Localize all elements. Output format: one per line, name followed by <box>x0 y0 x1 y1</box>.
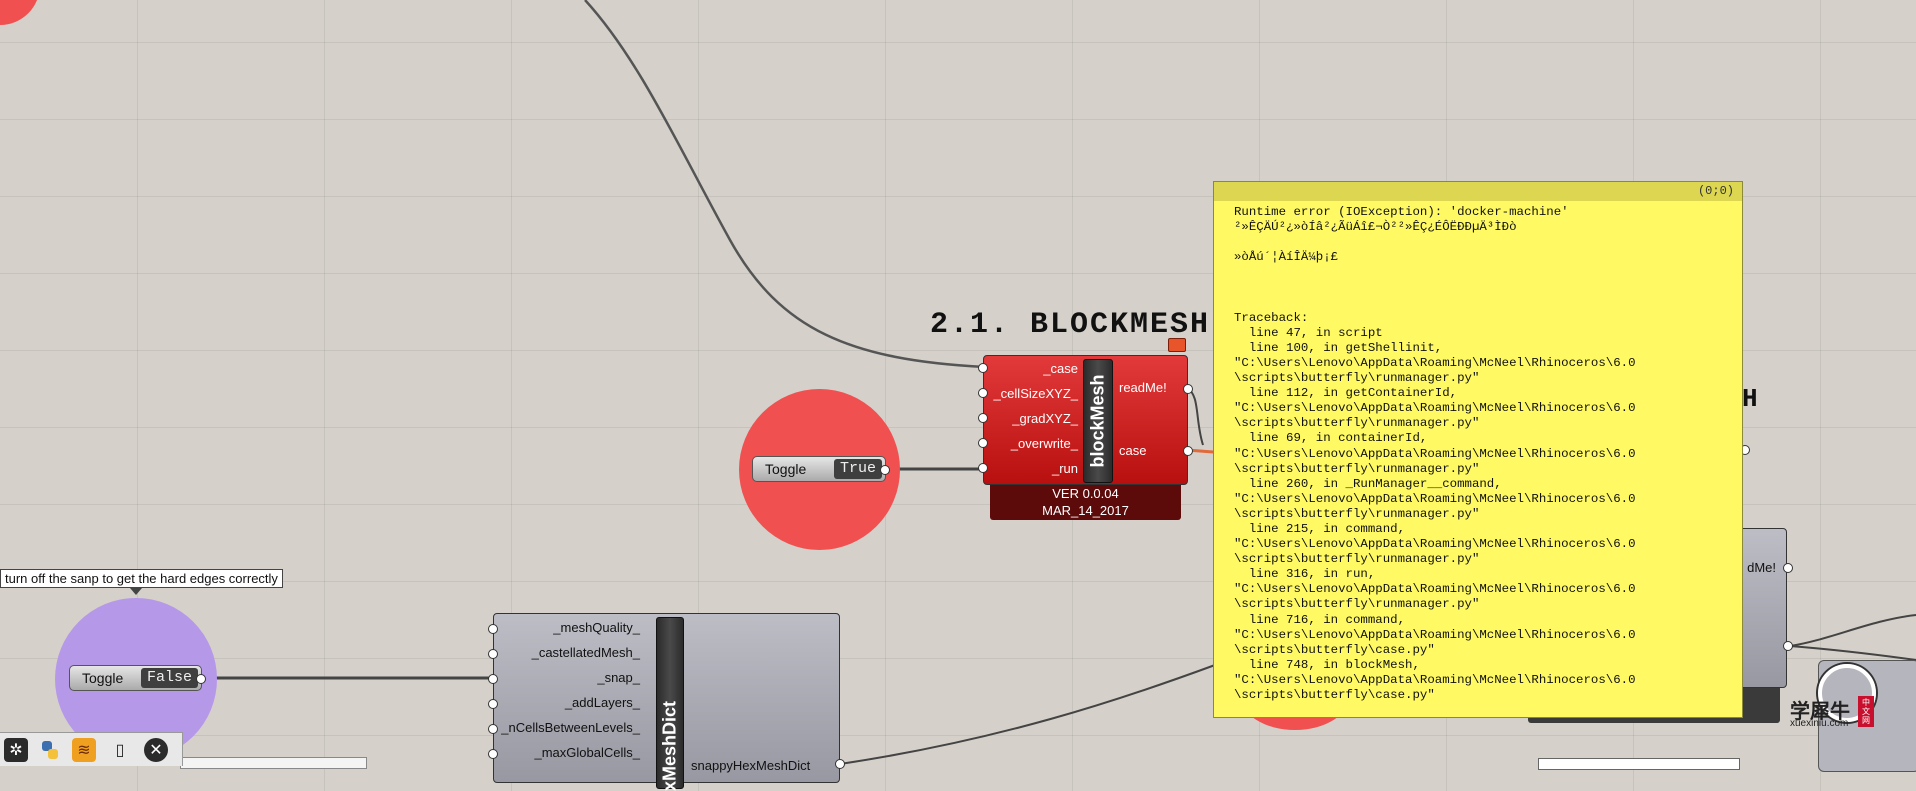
input-ncellsbetweenlevels[interactable]: _nCellsBetweenLevels_ <box>501 720 640 735</box>
input-cellsize[interactable]: _cellSizeXYZ_ <box>993 386 1078 401</box>
date-text: MAR_14_2017 <box>1042 503 1129 518</box>
toggle-label: Toggle <box>765 461 807 477</box>
runtime-error-panel[interactable]: (0;0) Runtime error (IOException): 'dock… <box>1213 181 1743 718</box>
input-overwrite[interactable]: _overwrite_ <box>1010 436 1078 451</box>
plugin-icon[interactable]: ≋ <box>72 738 96 762</box>
canvas-toolbar: ✲ ≋ ▯ ✕ <box>0 732 183 766</box>
input-maxglobalcells[interactable]: _maxGlobalCells_ <box>534 745 641 760</box>
blockmesh-component[interactable]: _case _cellSizeXYZ_ _gradXYZ_ _overwrite… <box>983 355 1188 485</box>
group-title-blockmesh: 2.1. BLOCKMESH <box>930 308 1211 342</box>
port-out-right-2[interactable] <box>1783 641 1793 651</box>
snappyhexmeshdict-component[interactable]: _meshQuality_ _castellatedMesh_ _snap_ _… <box>493 613 840 791</box>
version-text: VER 0.0.04 <box>1052 486 1119 501</box>
watermark-url: xuexiniu.com <box>1790 718 1849 729</box>
panel-header[interactable]: (0;0) <box>1214 182 1742 201</box>
port-in-overwrite[interactable] <box>978 438 988 448</box>
input-addlayers[interactable]: _addLayers_ <box>564 695 640 710</box>
python-icon[interactable] <box>38 738 62 762</box>
port-in-snap[interactable] <box>488 674 498 684</box>
watermark-badge: 中文网 <box>1858 696 1874 727</box>
input-meshquality[interactable]: _meshQuality_ <box>553 620 640 635</box>
port-in-cellsize[interactable] <box>978 388 988 398</box>
panel-path: (0;0) <box>1697 184 1734 198</box>
output-case[interactable]: case <box>1119 443 1147 458</box>
component-name: xMeshDict <box>659 700 680 791</box>
component-name: blockMesh <box>1087 374 1108 468</box>
watermark-text: 学犀牛 <box>1790 701 1850 723</box>
input-castellatedmesh[interactable]: _castellatedMesh_ <box>531 645 640 660</box>
port-in-grad[interactable] <box>978 413 988 423</box>
output-readme-right[interactable]: dMe! <box>1747 560 1776 575</box>
port-out-readme[interactable] <box>1183 384 1193 394</box>
version-box: VER 0.0.04 MAR_14_2017 <box>990 485 1181 520</box>
scribble-tooltip: turn off the sanp to get the hard edges … <box>0 569 283 588</box>
port-in-case[interactable] <box>978 363 988 373</box>
wire-case <box>584 0 986 369</box>
wire-right <box>1789 614 1916 647</box>
toggle-value[interactable]: True <box>833 459 882 479</box>
toggle-snap[interactable]: Toggle False <box>69 665 206 691</box>
port-out-right-1[interactable] <box>1783 563 1793 573</box>
input-grad[interactable]: _gradXYZ_ <box>1012 411 1078 426</box>
port-out-case[interactable] <box>1183 446 1193 456</box>
device-icon[interactable]: ▯ <box>115 742 125 759</box>
component-nickname: blockMesh <box>1083 359 1113 483</box>
port-in-maxglobalcells[interactable] <box>488 749 498 759</box>
port-in-castellatedmesh[interactable] <box>488 649 498 659</box>
toggle-output-port[interactable] <box>196 674 206 684</box>
port-in-addlayers[interactable] <box>488 699 498 709</box>
bottom-left-panel-edge <box>180 757 367 769</box>
wire-snappy-out <box>839 664 1216 765</box>
dial-icon <box>1818 664 1876 722</box>
input-snap[interactable]: _snap_ <box>597 670 640 685</box>
port-in-ncells[interactable] <box>488 724 498 734</box>
group-title-right: H <box>1742 384 1760 414</box>
toggle-output-port[interactable] <box>880 465 890 475</box>
port-out-snappy[interactable] <box>835 759 845 769</box>
toggle-label: Toggle <box>82 670 124 686</box>
warning-flag-icon[interactable] <box>1168 338 1186 352</box>
network-icon[interactable]: ✲ <box>4 738 28 762</box>
error-text: Runtime error (IOException): 'docker-mac… <box>1234 205 1636 702</box>
red-bubble-topleft <box>0 0 40 25</box>
bottom-panel-edge <box>1538 758 1740 770</box>
wire-readme <box>1186 387 1204 446</box>
toggle-run[interactable]: Toggle True <box>752 456 890 482</box>
tooltip-pointer <box>130 588 142 595</box>
wire-right-2 <box>1789 645 1916 661</box>
close-icon[interactable]: ✕ <box>144 738 168 762</box>
port-in-run[interactable] <box>978 463 988 473</box>
output-readme[interactable]: readMe! <box>1119 380 1167 395</box>
input-run[interactable]: _run <box>1051 461 1078 476</box>
input-case[interactable]: _case <box>1043 361 1078 376</box>
component-nickname: xMeshDict <box>656 617 684 791</box>
toggle-value[interactable]: False <box>140 668 198 688</box>
port-in-meshquality[interactable] <box>488 624 498 634</box>
